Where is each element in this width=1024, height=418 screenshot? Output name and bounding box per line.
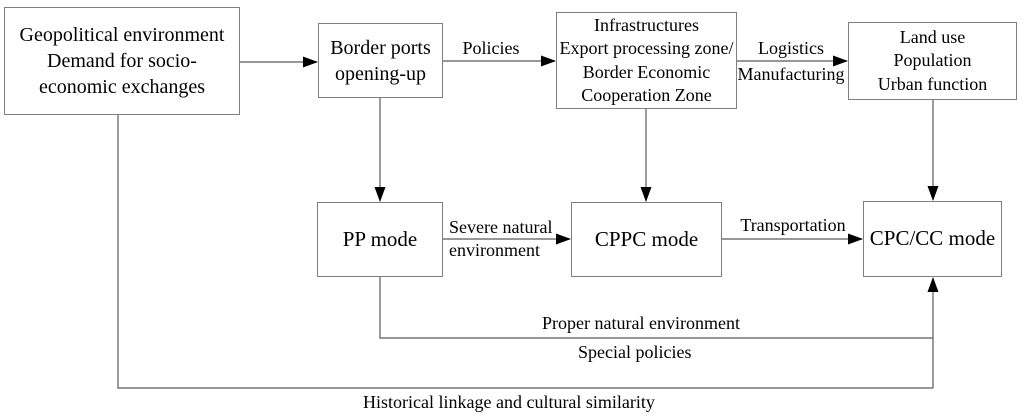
box-pp-mode: PP mode [317,202,443,277]
edge-label-historical-linkage: Historical linkage and cultural similari… [363,392,655,412]
box-text-line: Cooperation Zone [581,84,712,105]
box-border-ports: Border ports opening-up [318,23,443,98]
box-text-line: Export processing zone/ [559,38,734,59]
box-land-use: Land use Population Urban function [848,22,1017,100]
box-text-line: Border ports [330,36,431,59]
edge-pp-to-junction [379,277,933,339]
edge-label-manufacturing: Manufacturing [737,64,845,84]
edge-label-severe-natural-line2: environment [449,240,540,260]
box-text-line: Border Economic [582,61,711,82]
box-text-line: Urban function [877,73,988,94]
edge-geopolitical-to-junction [117,115,933,389]
box-text-line: economic exchanges [38,76,206,98]
box-text-line: Population [893,50,972,71]
box-text-line: opening-up [334,62,427,85]
edge-label-special-policies: Special policies [578,342,692,362]
box-text-line: Land use [899,27,966,48]
box-cpc-cc-mode: CPC/CC mode [863,201,1002,277]
box-infrastructures: Infrastructures Export processing zone/ … [556,12,737,109]
box-text-line: Geopolitical environment [19,24,225,46]
edge-label-severe-natural-line1: Severe natural [449,217,553,237]
edge-label-proper-natural-environment: Proper natural environment [542,313,740,333]
box-text-line: PP mode [342,226,418,251]
box-text-line: CPC/CC mode [869,226,996,251]
box-geopolitical-environment: Geopolitical environment Demand for soci… [4,7,240,115]
box-text-line: Infrastructures [594,15,699,36]
edge-label-policies: Policies [462,38,520,58]
edge-label-logistics: Logistics [758,38,824,58]
box-cppc-mode: CPPC mode [571,202,722,277]
edge-label-transportation: Transportation [740,215,846,235]
box-text-line: Demand for socio- [47,50,197,72]
box-text-line: CPPC mode [594,226,699,251]
